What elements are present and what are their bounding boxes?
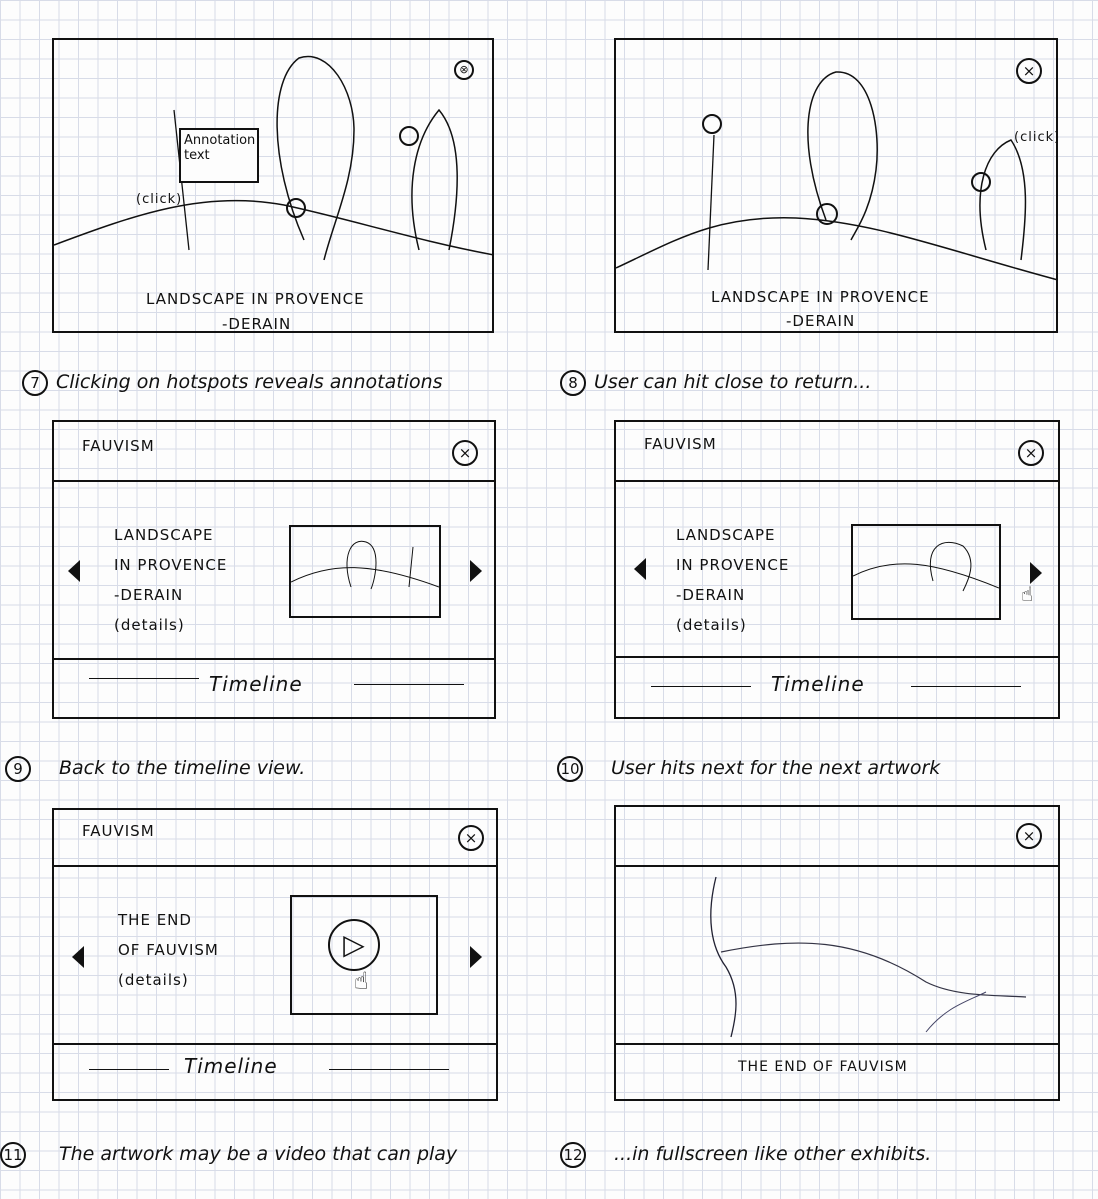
divider: [54, 865, 496, 867]
close-icon[interactable]: ⊗: [454, 60, 474, 80]
divider: [616, 656, 1058, 658]
step-number: 10: [557, 756, 583, 782]
caption-step-8: 8 User can hit close to return...: [560, 370, 871, 396]
artwork-thumbnail[interactable]: [289, 525, 441, 618]
hotspot-marker[interactable]: [971, 172, 991, 192]
artwork-thumbnail[interactable]: [851, 524, 1001, 620]
details-line: -DERAIN: [114, 586, 184, 604]
details-line: LANDSCAPE: [676, 526, 776, 544]
timeline-label[interactable]: Timeline: [771, 672, 865, 696]
artwork-details: LANDSCAPE IN PROVENCE -DERAIN (details): [676, 520, 789, 640]
details-line: (details): [676, 616, 747, 634]
previous-arrow[interactable]: [634, 558, 646, 580]
next-arrow[interactable]: [1030, 562, 1042, 584]
divider: [616, 1043, 1058, 1045]
caption-step-9: 9 Back to the timeline view.: [5, 756, 305, 782]
caption-step-12: 12 ...in fullscreen like other exhibits.: [560, 1142, 931, 1168]
details-line: THE END: [118, 911, 192, 929]
storyboard-frame-video-artwork: FAUVISM × THE END OF FAUVISM (details) ▷…: [52, 808, 498, 1101]
storyboard-frame-next: FAUVISM × LANDSCAPE IN PROVENCE -DERAIN …: [614, 420, 1060, 719]
previous-arrow[interactable]: [72, 946, 84, 968]
step-number: 12: [560, 1142, 586, 1168]
next-arrow[interactable]: [470, 560, 482, 582]
caption-step-7: 7 Clicking on hotspots reveals annotation…: [22, 370, 443, 396]
close-icon[interactable]: ×: [1016, 823, 1042, 849]
timeline-arrow-right[interactable]: [354, 684, 464, 685]
caption-step-11: 11 The artwork may be a video that can pl…: [0, 1142, 457, 1168]
divider: [54, 480, 494, 482]
details-line: IN PROVENCE: [114, 556, 228, 574]
step-number: 11: [0, 1142, 26, 1168]
details-line: (details): [114, 616, 185, 634]
hand-cursor-icon: ☝: [1021, 582, 1034, 606]
details-line: LANDSCAPE: [114, 526, 214, 544]
divider: [616, 865, 1058, 867]
annotation-popup: Annotation text: [179, 128, 259, 183]
artwork-artist: -DERAIN: [222, 315, 292, 333]
step-number: 7: [22, 370, 48, 396]
caption-text: Clicking on hotspots reveals annotations: [56, 371, 443, 393]
hotspot-marker[interactable]: [286, 198, 306, 218]
play-icon[interactable]: ▷: [328, 919, 380, 971]
artwork-title: LANDSCAPE IN PROVENCE: [146, 290, 365, 308]
step-number: 9: [5, 756, 31, 782]
timeline-label[interactable]: Timeline: [184, 1054, 278, 1078]
step-number: 8: [560, 370, 586, 396]
caption-text: The artwork may be a video that can play: [59, 1143, 458, 1165]
artwork-artist: -DERAIN: [786, 312, 856, 330]
storyboard-frame-artwork-annotation: Annotation text (click) ⊗ LANDSCAPE IN P…: [52, 38, 494, 333]
hotspot-marker[interactable]: [702, 114, 722, 134]
video-frame-sketch: [710, 876, 1027, 1038]
close-icon[interactable]: ×: [452, 440, 478, 466]
hand-cursor-icon: ☝: [354, 967, 369, 995]
timeline-arrow-right[interactable]: [329, 1069, 449, 1070]
divider: [54, 1043, 496, 1045]
landscape-sketch: [616, 71, 1058, 281]
timeline-label[interactable]: Timeline: [209, 672, 303, 696]
hotspot-marker[interactable]: [399, 126, 419, 146]
video-thumbnail[interactable]: ▷ ☝: [290, 895, 438, 1015]
divider: [616, 480, 1058, 482]
close-icon[interactable]: ×: [1018, 440, 1044, 466]
details-line: IN PROVENCE: [676, 556, 790, 574]
details-line: (details): [118, 971, 189, 989]
details-line: -DERAIN: [676, 586, 746, 604]
timeline-arrow-left[interactable]: [651, 686, 751, 687]
caption-step-10: 10 User hits next for the next artwork: [557, 756, 940, 782]
header-title: FAUVISM: [644, 435, 717, 453]
storyboard-frame-fullscreen-video: × THE END OF FAUVISM: [614, 805, 1060, 1101]
storyboard-frame-timeline-detail: FAUVISM × LANDSCAPE IN PROVENCE -DERAIN …: [52, 420, 496, 719]
caption-text: ...in fullscreen like other exhibits.: [614, 1143, 932, 1165]
header-title: FAUVISM: [82, 822, 155, 840]
previous-arrow[interactable]: [68, 560, 80, 582]
landscape-sketch: [54, 55, 494, 261]
timeline-arrow-left[interactable]: [89, 678, 199, 679]
hotspot-marker[interactable]: [816, 203, 838, 225]
caption-text: User can hit close to return...: [594, 371, 872, 393]
details-line: OF FAUVISM: [118, 941, 219, 959]
divider: [54, 658, 494, 660]
artwork-details: THE END OF FAUVISM (details): [118, 905, 219, 995]
timeline-arrow-right[interactable]: [911, 686, 1021, 687]
caption-text: Back to the timeline view.: [59, 757, 306, 779]
click-note: (click): [1014, 130, 1061, 145]
close-icon[interactable]: ×: [458, 825, 484, 851]
header-title: FAUVISM: [82, 437, 155, 455]
storyboard-frame-artwork-close: × (click) LANDSCAPE IN PROVENCE -DERAIN: [614, 38, 1061, 333]
video-title: THE END OF FAUVISM: [738, 1059, 908, 1075]
next-arrow[interactable]: [470, 946, 482, 968]
click-note: (click): [136, 192, 183, 207]
artwork-details: LANDSCAPE IN PROVENCE -DERAIN (details): [114, 520, 227, 640]
close-icon[interactable]: ×: [1016, 58, 1042, 84]
artwork-title: LANDSCAPE IN PROVENCE: [711, 288, 930, 306]
caption-text: User hits next for the next artwork: [611, 757, 941, 779]
timeline-arrow-left[interactable]: [89, 1069, 169, 1070]
